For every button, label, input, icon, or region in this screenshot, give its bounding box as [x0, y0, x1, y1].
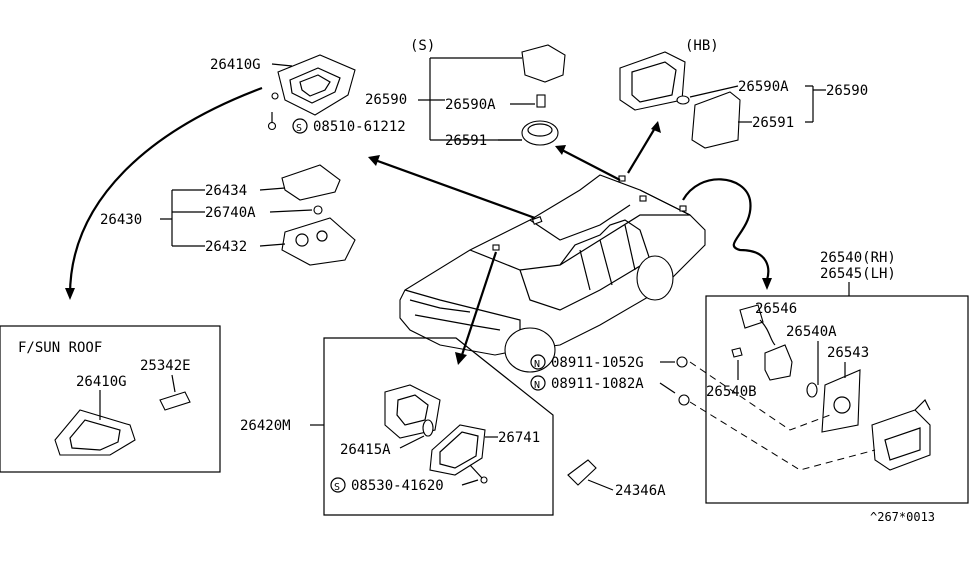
label-26590-left: 26590: [365, 92, 407, 108]
label-26410g-top: 26410G: [210, 57, 261, 73]
car-illustration: [399, 174, 706, 373]
label-26590a-right: 26590A: [738, 79, 789, 95]
diagram-ref-code: ^267*0013: [870, 510, 935, 524]
box-26420m: [323, 337, 554, 516]
label-26410g-box: 26410G: [76, 374, 127, 390]
box-26540: [705, 295, 969, 504]
label-variant-hb: (HB): [685, 38, 719, 54]
arrow-to-sunroof: [68, 86, 263, 296]
s-marker-1: S: [296, 123, 302, 134]
label-26540b: 26540B: [706, 384, 757, 400]
label-08911-1082a: 08911-1082A: [551, 376, 644, 392]
label-08911-1052g: 08911-1052G: [551, 355, 644, 371]
label-26540-rh: 26540(RH): [820, 250, 896, 266]
s-marker-circle-2: [330, 477, 346, 493]
label-08530-41620: 08530-41620: [351, 478, 444, 494]
label-26591-right: 26591: [752, 115, 794, 131]
n-marker-circle-2: [530, 375, 546, 391]
n-marker-2: N: [534, 380, 540, 391]
label-26420m: 26420M: [240, 418, 291, 434]
label-25342e: 25342E: [140, 358, 191, 374]
vanity-lamp-assembly: [384, 384, 488, 484]
cargo-lamp-hb: [619, 51, 741, 149]
label-24346a: 24346A: [615, 483, 666, 499]
room-lamp-26430: [281, 164, 356, 266]
label-26591-left: 26591: [445, 133, 487, 149]
label-26540a: 26540A: [786, 324, 837, 340]
map-lamp-26410g: [267, 54, 356, 131]
label-26590a-left: 26590A: [445, 97, 496, 113]
cargo-lamp-s: [521, 44, 566, 146]
label-26741: 26741: [498, 430, 540, 446]
label-26415a: 26415A: [340, 442, 391, 458]
label-variant-s: (S): [410, 38, 435, 54]
label-f-sun-roof: F/SUN ROOF: [18, 340, 102, 356]
n-marker-circle-1: [530, 354, 546, 370]
label-26434: 26434: [205, 183, 247, 199]
license-lamp-assembly: [731, 304, 931, 471]
label-26740a: 26740A: [205, 205, 256, 221]
label-26543: 26543: [827, 345, 869, 361]
label-26430: 26430: [100, 212, 142, 228]
n-marker-1: N: [534, 359, 540, 370]
box-sunroof: [0, 325, 221, 473]
s-marker-2: S: [334, 482, 340, 493]
label-26432: 26432: [205, 239, 247, 255]
label-08510-61212: 08510-61212: [313, 119, 406, 135]
s-marker-circle: [292, 118, 308, 134]
label-26590-right: 26590: [826, 83, 868, 99]
label-26546: 26546: [755, 301, 797, 317]
label-26545-lh: 26545(LH): [820, 266, 896, 282]
